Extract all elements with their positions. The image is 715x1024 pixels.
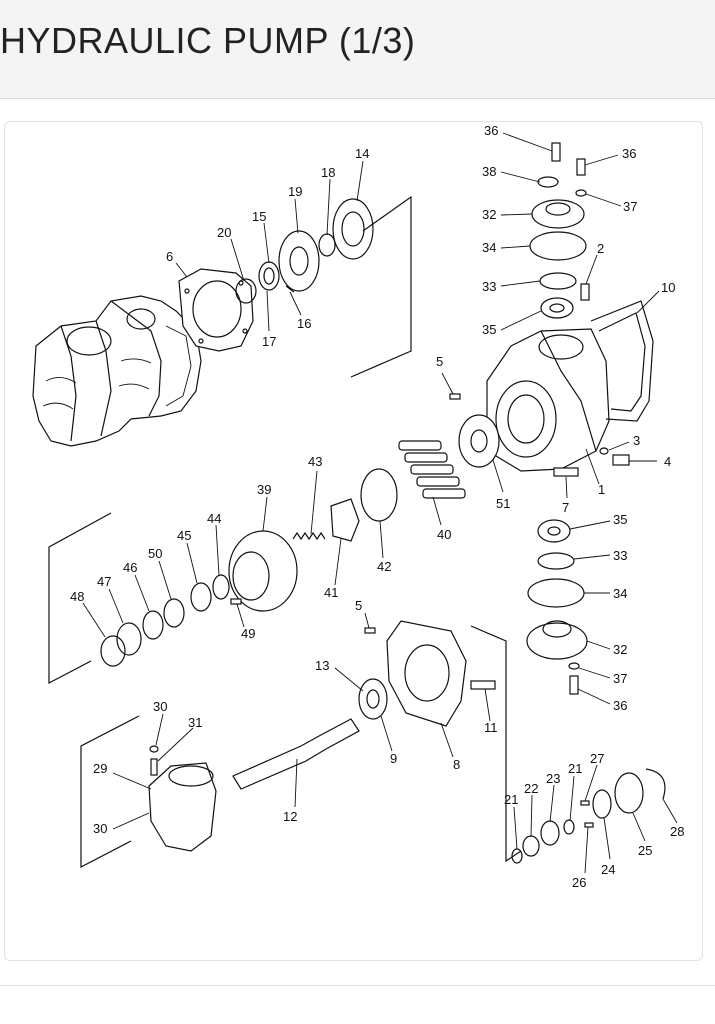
callout-36: 36 <box>484 123 498 138</box>
callout-8: 8 <box>453 757 460 772</box>
callout-32b: 32 <box>613 642 627 657</box>
callout-30b: 30 <box>93 821 107 836</box>
callout-46: 46 <box>123 560 137 575</box>
callout-20: 20 <box>217 225 231 240</box>
callout-30: 30 <box>153 699 167 714</box>
callout-35b: 35 <box>613 512 627 527</box>
callout-7: 7 <box>562 500 569 515</box>
callout-5b: 5 <box>355 598 362 613</box>
callout-40: 40 <box>437 527 451 542</box>
diagram-card: 1 2 3 4 5 5 6 7 8 9 10 11 12 13 14 15 16… <box>4 121 703 961</box>
leader-lines <box>82 132 678 874</box>
callout-47: 47 <box>97 574 111 589</box>
callout-3: 3 <box>633 433 640 448</box>
callout-24: 24 <box>601 862 615 877</box>
callout-34: 34 <box>482 240 496 255</box>
callout-34b: 34 <box>613 586 627 601</box>
callout-22: 22 <box>524 781 538 796</box>
callout-48: 48 <box>70 589 84 604</box>
exploded-parts-diagram: 1 2 3 4 5 5 6 7 8 9 10 11 12 13 14 15 16… <box>32 123 684 890</box>
callout-51: 51 <box>496 496 510 511</box>
callout-38: 38 <box>482 164 496 179</box>
callout-1: 1 <box>598 482 605 497</box>
callout-5: 5 <box>436 354 443 369</box>
callout-19: 19 <box>288 184 302 199</box>
callout-31: 31 <box>188 715 202 730</box>
callout-15: 15 <box>252 209 266 224</box>
callout-12: 12 <box>283 809 297 824</box>
pump-body-drawing <box>32 295 202 447</box>
callout-42: 42 <box>377 559 391 574</box>
callout-18: 18 <box>321 165 335 180</box>
pump-housing-drawing <box>486 328 610 472</box>
callout-45: 45 <box>177 528 191 543</box>
callout-21b: 21 <box>568 761 582 776</box>
callout-2: 2 <box>597 241 604 256</box>
callout-39: 39 <box>257 482 271 497</box>
callout-11: 11 <box>484 720 498 735</box>
page-title: HYDRAULIC PUMP (1/3) <box>0 20 416 61</box>
callout-13: 13 <box>315 658 329 673</box>
callout-28: 28 <box>670 824 684 839</box>
end-cover-stack-drawing <box>529 142 590 319</box>
callout-4: 4 <box>664 454 671 469</box>
callout-33: 33 <box>482 279 496 294</box>
callout-27: 27 <box>590 751 604 766</box>
pistons-drawing <box>398 440 466 499</box>
callout-35: 35 <box>482 322 496 337</box>
callout-6: 6 <box>166 249 173 264</box>
callout-29: 29 <box>93 761 107 776</box>
gasket-drawing <box>178 268 254 352</box>
callout-25: 25 <box>638 843 652 858</box>
callout-49: 49 <box>241 626 255 641</box>
callout-9: 9 <box>390 751 397 766</box>
bottom-divider <box>0 985 715 986</box>
callout-23: 23 <box>546 771 560 786</box>
page-header: HYDRAULIC PUMP (1/3) <box>0 0 715 99</box>
callout-43: 43 <box>308 454 322 469</box>
callout-37: 37 <box>623 199 637 214</box>
callout-17: 17 <box>262 334 276 349</box>
callout-26: 26 <box>572 875 586 890</box>
callout-44: 44 <box>207 511 221 526</box>
callout-36c: 36 <box>613 698 627 713</box>
callout-37b: 37 <box>613 671 627 686</box>
callout-50: 50 <box>148 546 162 561</box>
callout-32: 32 <box>482 207 496 222</box>
callout-16: 16 <box>297 316 311 331</box>
callout-41: 41 <box>324 585 338 600</box>
callout-labels: 1 2 3 4 5 5 6 7 8 9 10 11 12 13 14 15 16… <box>70 123 684 890</box>
callout-10: 10 <box>661 280 675 295</box>
callout-21: 21 <box>504 792 518 807</box>
callout-14: 14 <box>355 146 369 161</box>
callout-33b: 33 <box>613 548 627 563</box>
callout-36b: 36 <box>622 146 636 161</box>
